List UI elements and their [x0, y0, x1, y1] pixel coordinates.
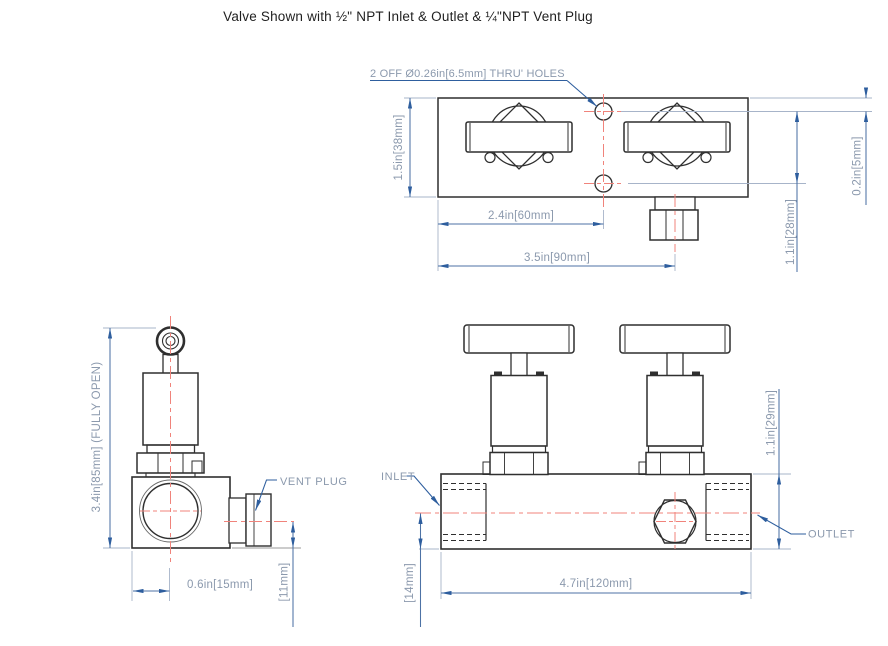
dim-hole-offset: 2.4in[60mm]: [488, 210, 554, 222]
dim-plate-depth: 1.5in[38mm]: [393, 114, 405, 180]
dim-center-to-base: [14mm]: [404, 563, 416, 603]
top-view-extension-lines: [404, 97, 872, 271]
dim-hole-spacing: 1.1in[28mm]: [785, 199, 797, 265]
top-view-centerlines: [584, 94, 676, 252]
side-view: VENT PLUG 3.4in[85mm] (FULLY OPEN) 0.6in…: [91, 316, 348, 627]
dim-edge-to-center: 0.6in[15mm]: [187, 579, 253, 591]
dim-overall-length: 4.7in[120mm]: [560, 578, 633, 590]
side-view-leaders: [254, 479, 277, 511]
drawing-title: Valve Shown with ½" NPT Inlet & Outlet &…: [223, 9, 593, 24]
valve2-handle: [619, 324, 731, 354]
valve-body: [131, 476, 231, 549]
dim-vent-to-base: [11mm]: [279, 563, 291, 602]
top-view: 2 OFF Ø0.26in[6.5mm] THRU' HOLES 1.5in[3…: [370, 68, 872, 272]
inlet-label: INLET: [381, 471, 415, 483]
top-view-labels: 2 OFF Ø0.26in[6.5mm] THRU' HOLES 1.5in[3…: [370, 68, 864, 265]
manifold-block: [440, 473, 752, 550]
side-view-labels: VENT PLUG 3.4in[85mm] (FULLY OPEN) 0.6in…: [91, 362, 348, 602]
valve2-bonnet: [646, 374, 704, 447]
front-view: INLET OUTLET 1.1in[29mm] 4.7in[120mm] [1…: [381, 324, 855, 627]
top-view-dimension-lines: [407, 87, 869, 272]
dim-vent-offset: 3.5in[90mm]: [524, 252, 590, 264]
valve1-handle-bar: [465, 121, 573, 153]
outlet-label: OUTLET: [808, 529, 855, 541]
vent-plug-label: VENT PLUG: [280, 476, 348, 488]
vent-plug-hex: [245, 493, 272, 547]
dim-hole-to-edge: 0.2in[5mm]: [852, 136, 864, 195]
side-view-dimension-lines: [107, 328, 296, 627]
valve1-bonnet: [490, 374, 548, 447]
front-view-leaders: [406, 475, 806, 535]
valve1-nut: [489, 451, 549, 476]
dim-full-open-height: 3.4in[85mm] (FULLY OPEN): [91, 362, 103, 513]
vent-plug-hex-top: [649, 209, 699, 241]
thru-holes-note: 2 OFF Ø0.26in[6.5mm] THRU' HOLES: [370, 68, 565, 80]
front-view-part: [440, 324, 752, 550]
valve2-nut: [645, 451, 705, 476]
side-view-part: [131, 326, 301, 549]
dim-body-height: 1.1in[29mm]: [766, 390, 778, 456]
top-view-leaders: [370, 79, 598, 107]
front-view-dimension-lines: [418, 389, 782, 627]
side-view-centerlines: [140, 316, 294, 566]
valve2-handle-bar: [623, 121, 731, 153]
front-view-labels: INLET OUTLET 1.1in[29mm] 4.7in[120mm] [1…: [381, 390, 855, 603]
top-view-part: [437, 97, 749, 241]
front-view-centerlines: [415, 492, 760, 550]
valve1-handle: [463, 324, 575, 354]
